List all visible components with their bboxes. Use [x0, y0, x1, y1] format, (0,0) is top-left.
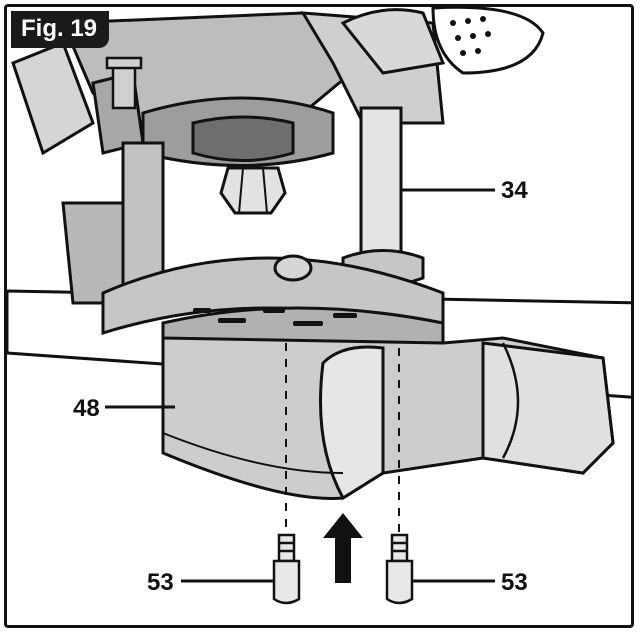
figure-frame: Fig. 19 34 48 53 53: [4, 4, 634, 628]
slot-marks: [193, 308, 357, 326]
callout-53-right: 53: [501, 569, 528, 596]
router-body: [11, 8, 446, 305]
guide-column: [341, 106, 425, 287]
callout-53-left: 53: [147, 569, 174, 596]
figure-label: Fig. 19: [11, 11, 110, 48]
callout-48: 48: [73, 395, 100, 422]
leader-lines: [105, 188, 495, 583]
callout-34: 34: [501, 177, 528, 204]
vent-holes: [450, 16, 491, 56]
base-knob: [273, 254, 313, 282]
screw-right: [385, 533, 414, 605]
motor-housing: [431, 7, 545, 75]
up-arrow: [323, 513, 363, 583]
collet-nut: [219, 166, 287, 215]
router-illustration: [7, 7, 631, 605]
screw-left: [272, 533, 301, 605]
bolt: [105, 56, 143, 110]
